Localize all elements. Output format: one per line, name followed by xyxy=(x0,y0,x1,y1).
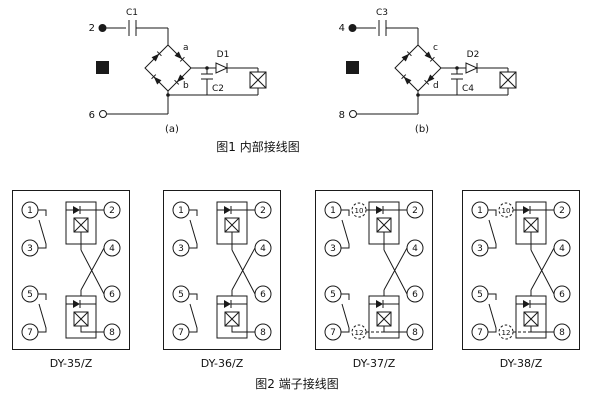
terminal-number: 1 xyxy=(27,206,33,216)
terminal-number: 4 xyxy=(412,244,418,254)
terminal-number: 2 xyxy=(559,206,565,216)
figure2-terminal-wiring: 1 3 5 7 2 4 6 8 1 3 5 7 2 4 6 8 xyxy=(12,190,580,391)
circuit-b-graphics xyxy=(346,20,516,118)
diode-label-d1: D1 xyxy=(217,50,230,60)
terminal-number: 3 xyxy=(27,244,33,254)
circuit-a-graphics xyxy=(96,20,266,118)
terminal-number: 3 xyxy=(330,244,336,254)
terminal-label-2: 2 xyxy=(89,23,95,34)
terminal-number: 5 xyxy=(330,290,336,300)
terminal-number: 3 xyxy=(477,244,483,254)
terminal-number: 3 xyxy=(178,244,184,254)
panel-name-dy37: DY-37/Z xyxy=(353,357,396,370)
terminal-number: 6 xyxy=(260,290,266,300)
terminal-number: 10 xyxy=(502,207,511,215)
terminal-number: 2 xyxy=(260,206,266,216)
panel-dy-37: 1 3 5 7 2 4 6 8 10 12 xyxy=(315,190,433,350)
diode-label-d2: D2 xyxy=(467,50,480,60)
bridge-point-b: b xyxy=(183,81,189,91)
terminal-number: 5 xyxy=(477,290,483,300)
terminal-number: 1 xyxy=(178,206,184,216)
terminal-label-6: 6 xyxy=(89,110,95,121)
panel-name-dy36: DY-36/Z xyxy=(201,357,244,370)
terminal-number: 5 xyxy=(178,290,184,300)
bridge-point-c: c xyxy=(433,43,438,53)
terminal-number: 12 xyxy=(502,329,511,337)
terminal-number: 4 xyxy=(260,244,266,254)
terminal-number: 4 xyxy=(109,244,115,254)
panel-dy-36: 1 3 5 7 2 4 6 8 xyxy=(163,190,281,350)
cap-label-c4: C4 xyxy=(462,84,474,94)
terminal-number: 2 xyxy=(109,206,115,216)
terminal-number: 8 xyxy=(559,328,565,338)
terminal-label-4: 4 xyxy=(339,23,345,34)
panel-dy-35: 1 3 5 7 2 4 6 8 xyxy=(12,190,130,350)
terminal-number: 12 xyxy=(355,329,364,337)
terminal-label-8: 8 xyxy=(339,110,345,121)
terminal-number: 8 xyxy=(260,328,266,338)
circuit-a-label: (a) xyxy=(165,124,179,135)
terminal-number: 6 xyxy=(412,290,418,300)
terminal-number: 4 xyxy=(559,244,565,254)
circuit-b-label: (b) xyxy=(415,124,429,135)
panel-name-dy38: DY-38/Z xyxy=(500,357,543,370)
cap-label-c3: C3 xyxy=(376,8,388,18)
terminal-number: 6 xyxy=(559,290,565,300)
terminal-number: 2 xyxy=(412,206,418,216)
terminal-number: 7 xyxy=(330,328,336,338)
terminal-number: 8 xyxy=(412,328,418,338)
bridge-point-d: d xyxy=(433,81,439,91)
terminal-number: 1 xyxy=(477,206,483,216)
cap-label-c1: C1 xyxy=(126,8,138,18)
terminal-number: 6 xyxy=(109,290,115,300)
terminal-number: 7 xyxy=(27,328,33,338)
figure2-caption: 图2 端子接线图 xyxy=(255,376,338,391)
terminal-number: 5 xyxy=(27,290,33,300)
figure1-caption: 图1 内部接线图 xyxy=(216,139,299,154)
cap-label-c2: C2 xyxy=(212,84,224,94)
panel-name-dy35: DY-35/Z xyxy=(50,357,93,370)
terminal-number: 8 xyxy=(109,328,115,338)
terminal-number: 10 xyxy=(355,207,364,215)
terminal-number: 7 xyxy=(178,328,184,338)
terminal-number: 7 xyxy=(477,328,483,338)
figure1-internal-wiring: 2 C1 a b D1 C2 6 (a) 4 C3 c d D2 C4 8 (b… xyxy=(89,8,516,154)
panel-dy-38: 1 3 5 7 2 4 6 8 10 12 xyxy=(462,190,580,350)
terminal-number: 1 xyxy=(330,206,336,216)
bridge-point-a: a xyxy=(183,43,189,53)
